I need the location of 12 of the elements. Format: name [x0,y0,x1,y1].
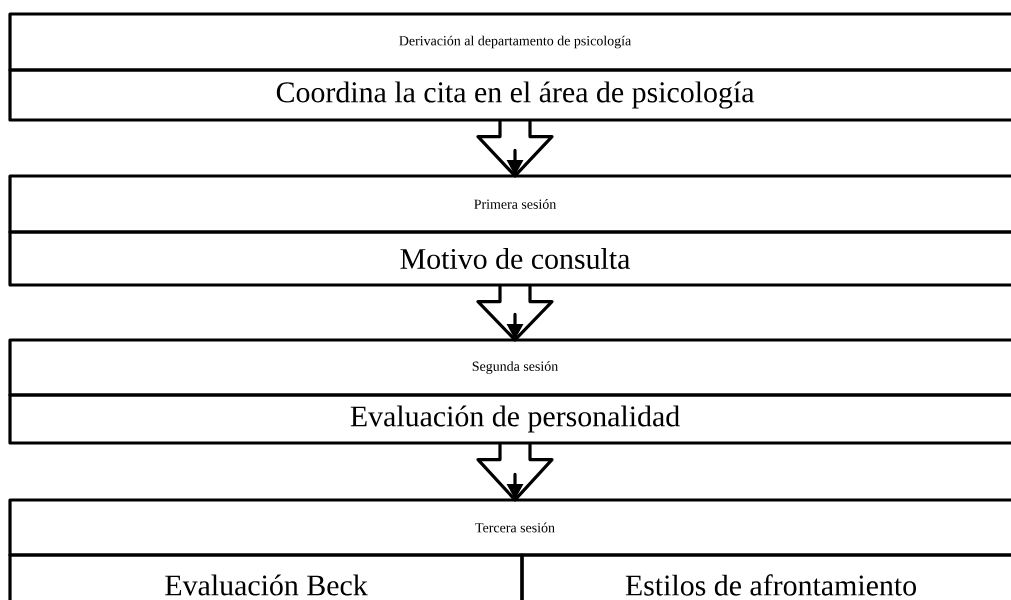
step-box: Coordina la cita en el área de psicología [8,68,1011,122]
header-box: Tercera sesión [8,498,1011,557]
header-box: Derivación al departamento de psicología [8,12,1011,72]
step-box: Evaluación Beck [8,553,524,600]
block-arrow [476,120,554,178]
block-arrow [476,443,554,502]
step-box: Evaluación de personalidad [8,393,1011,445]
block-arrow [476,285,554,342]
header-box: Segunda sesión [8,338,1011,397]
step-box: Motivo de consulta [8,230,1011,287]
step-box: Estilos de afrontamiento [520,553,1011,600]
header-box: Primera sesión [8,174,1011,234]
